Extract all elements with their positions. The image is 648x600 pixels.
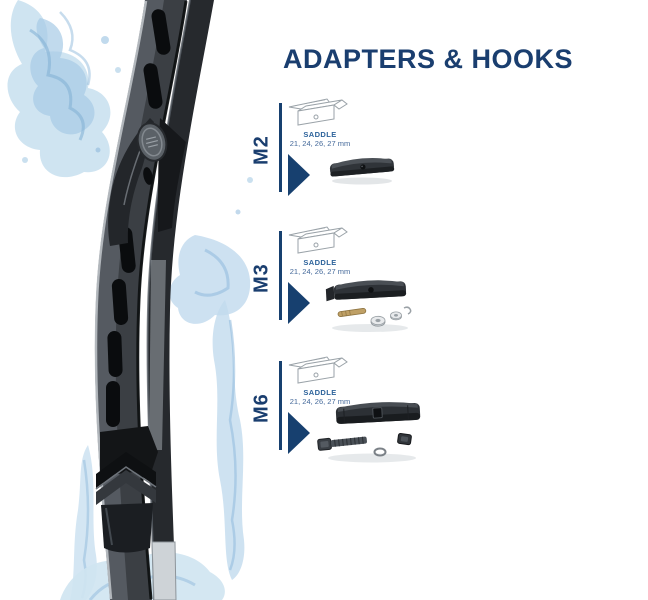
adapter-label-m6: M6 bbox=[250, 393, 273, 423]
pivot-pin bbox=[337, 308, 367, 318]
blade-end-bracket bbox=[95, 426, 158, 553]
oval-brand-emblem bbox=[136, 122, 168, 162]
mount-sizes-label: 21, 24, 26, 27 mm bbox=[289, 267, 351, 276]
adapter-photo-m3 bbox=[325, 280, 412, 332]
frame-slots bbox=[106, 9, 171, 427]
retaining-ring bbox=[373, 447, 387, 457]
adapter-label-m2: M2 bbox=[250, 135, 273, 165]
nut bbox=[397, 432, 412, 446]
mount-sizes-label: 21, 24, 26, 27 mm bbox=[289, 397, 351, 406]
washers bbox=[370, 311, 402, 327]
mount-type-label: SADDLE bbox=[303, 388, 337, 397]
saddle-diagram-icon bbox=[288, 356, 348, 384]
saddle-diagram-icon bbox=[288, 226, 348, 254]
adapter-section-m3: M3 SADDLE 21, 24, 26, 27 mm bbox=[250, 225, 648, 337]
section-divider-line bbox=[279, 361, 282, 450]
arrow-icon bbox=[288, 412, 310, 454]
section-divider-line bbox=[279, 103, 282, 192]
adapter-section-m2: M2 SADDLE 21, 24, 26, 27 mm bbox=[250, 97, 648, 209]
mount-type-label: SADDLE bbox=[303, 130, 337, 139]
adapter-photo-m2 bbox=[329, 158, 395, 185]
spring-clip bbox=[403, 306, 412, 315]
arrow-icon bbox=[288, 282, 310, 324]
arrow-icon bbox=[288, 154, 310, 196]
saddle-diagram-icon bbox=[288, 98, 348, 126]
wiper-blade bbox=[94, 0, 214, 600]
adapter-label-m3: M3 bbox=[250, 263, 273, 293]
page-title: ADAPTERS & HOOKS bbox=[283, 44, 574, 74]
mount-sizes-label: 21, 24, 26, 27 mm bbox=[289, 139, 351, 148]
adapter-section-m6: M6 SADDLE 21, 24, 26, 27 mm bbox=[250, 355, 648, 467]
section-divider-line bbox=[279, 231, 282, 320]
adapter-photo-m6 bbox=[317, 402, 421, 463]
mount-type-label: SADDLE bbox=[303, 258, 337, 267]
wiper-blade-photo bbox=[7, 0, 253, 600]
mounting-bolt bbox=[317, 436, 367, 451]
